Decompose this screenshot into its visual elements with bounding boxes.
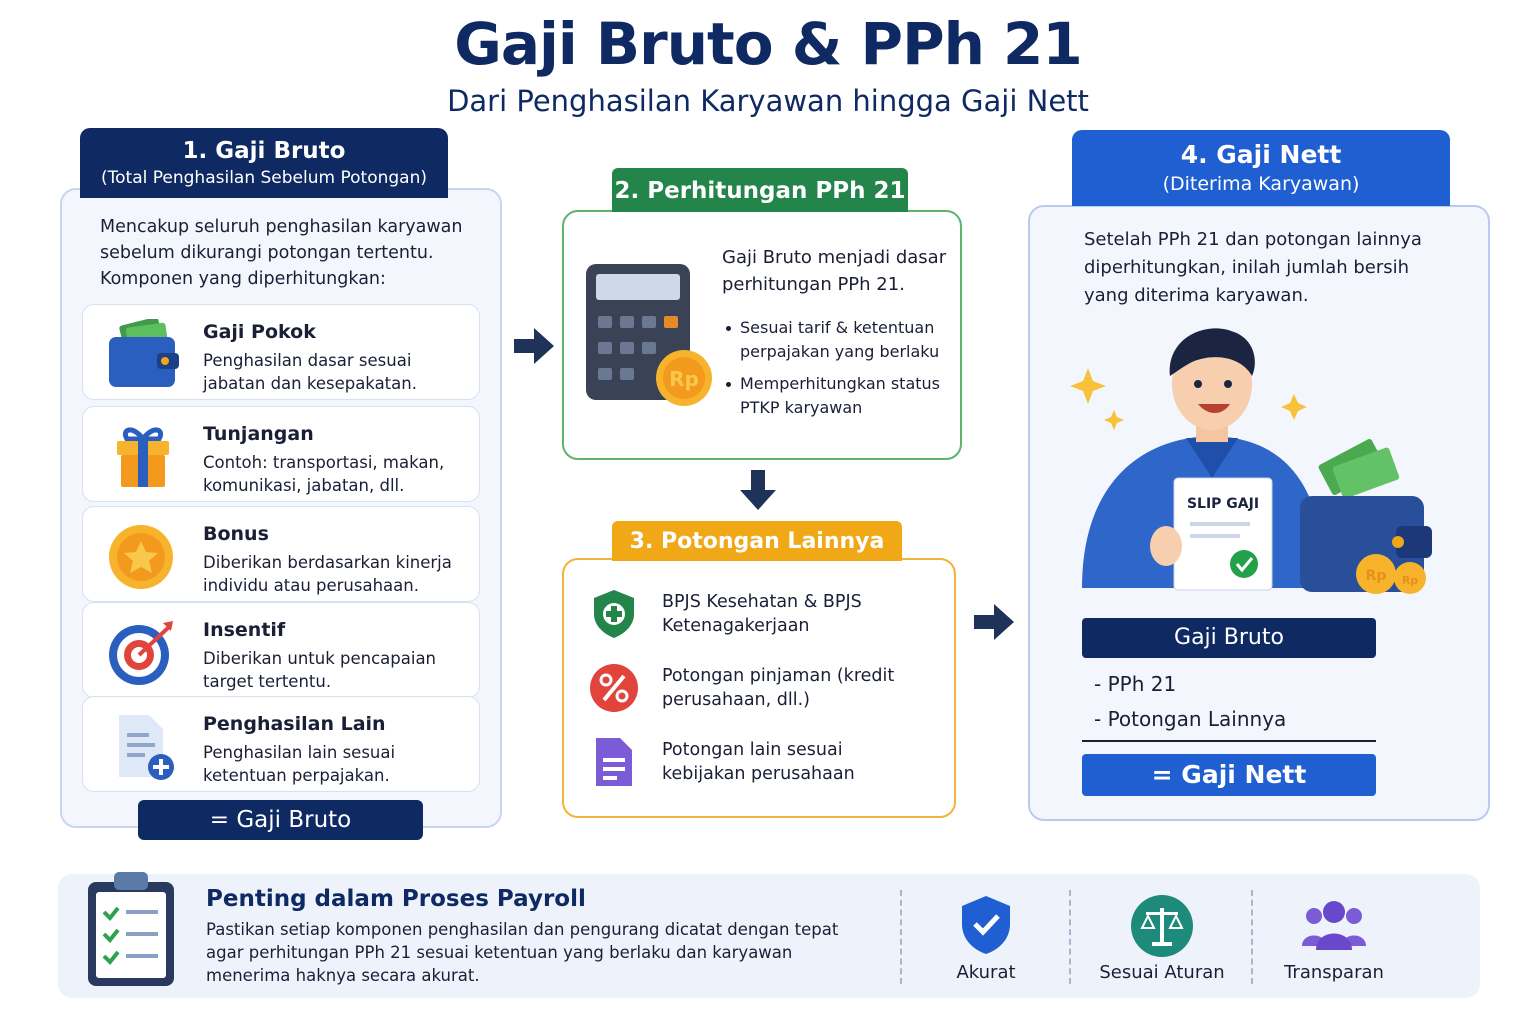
gift-icon	[117, 427, 169, 487]
component-insentif: Insentif Diberikan untuk pencapaian targ…	[82, 602, 480, 698]
component-desc: Penghasilan dasar sesuai jabatan dan kes…	[203, 351, 417, 393]
panel-gaji-nett-text: Setelah PPh 21 dan potongan lainnya dipe…	[1084, 229, 1422, 306]
payroll-note-panel	[58, 874, 1480, 998]
employee-illustration: SLIP GAJI Rp Rp	[1070, 328, 1432, 594]
sparkle-icon	[1070, 368, 1106, 404]
component-desc: Contoh: transportasi, makan, komunikasi,…	[203, 453, 445, 495]
slip-label: SLIP GAJI	[1187, 496, 1259, 512]
component-title: Penghasilan Lain	[203, 713, 386, 735]
panel-gaji-bruto-title: 1. Gaji Bruto	[182, 138, 346, 164]
component-desc: Diberikan berdasarkan kinerja individu a…	[203, 553, 452, 595]
star-coin-icon	[109, 525, 173, 589]
divider	[1069, 890, 1071, 984]
panel-gaji-bruto-header: 1. Gaji Bruto (Total Penghasilan Sebelum…	[80, 128, 448, 198]
payroll-note-title: Penting dalam Proses Payroll	[206, 886, 586, 912]
document-add-icon	[119, 715, 174, 780]
shield-check-icon	[962, 896, 1010, 954]
component-tunjangan: Tunjangan Contoh: transportasi, makan, k…	[82, 406, 480, 502]
target-icon	[109, 621, 173, 685]
wallet-cash-icon	[109, 319, 179, 387]
checklist-clipboard-icon	[88, 872, 174, 986]
panel-gaji-nett-title: 4. Gaji Nett	[1180, 140, 1342, 169]
component-penghasilan-lain: Penghasilan Lain Penghasilan lain sesuai…	[82, 696, 480, 792]
calc-divider	[1082, 740, 1376, 742]
panel-gaji-bruto-intro: Mencakup seluruh penghasilan karyawan se…	[100, 217, 463, 289]
panel-gaji-nett-subtitle: (Diterima Karyawan)	[1162, 173, 1360, 195]
gaji-bruto-result: = Gaji Bruto	[138, 800, 423, 840]
shield-health-icon	[594, 590, 634, 638]
badge-akurat: Akurat	[956, 962, 1016, 983]
divider	[1251, 890, 1253, 984]
component-title: Gaji Pokok	[203, 321, 316, 343]
panel-perhitungan-pph21-title: 2. Perhitungan PPh 21	[612, 168, 908, 212]
component-title: Tunjangan	[203, 423, 314, 445]
list-item: Sesuai tarif & ketentuan perpajakan yang…	[724, 316, 954, 364]
document-icon	[596, 738, 632, 786]
coin-label: Rp	[669, 367, 699, 391]
deduction-text: Potongan pinjaman (kredit perusahaan, dl…	[662, 666, 895, 710]
payroll-note-text: Pastikan setiap komponen penghasilan dan…	[206, 920, 839, 985]
scales-icon	[1131, 895, 1193, 957]
percent-icon	[590, 664, 638, 712]
component-title: Insentif	[203, 619, 286, 641]
calculator-icon: Rp	[586, 264, 712, 406]
component-title: Bonus	[203, 523, 269, 545]
deduction-bpjs: BPJS Kesehatan & BPJS Ketenagakerjaan	[588, 588, 948, 648]
people-icon	[1302, 901, 1366, 950]
sparkle-icon	[1281, 394, 1307, 420]
component-gaji-pokok: Gaji Pokok Penghasilan dasar sesuai jaba…	[82, 304, 480, 400]
panel-gaji-nett-header: 4. Gaji Nett (Diterima Karyawan)	[1072, 130, 1450, 206]
calc-minus-pph21: - PPh 21	[1094, 672, 1177, 696]
sparkle-icon	[1104, 410, 1124, 430]
badge-sesuai-aturan: Sesuai Aturan	[1099, 962, 1225, 983]
deduction-text: BPJS Kesehatan & BPJS Ketenagakerjaan	[662, 592, 862, 636]
arrow-right-icon	[974, 604, 1014, 640]
panel-perhitungan-pph21-text: Gaji Bruto menjadi dasar perhitungan PPh…	[722, 247, 947, 295]
component-desc: Penghasilan lain sesuai ketentuan perpaj…	[203, 743, 396, 785]
component-desc: Diberikan untuk pencapaian target terten…	[203, 649, 437, 691]
pph21-bullet-list: Sesuai tarif & ketentuan perpajakan yang…	[724, 316, 954, 428]
panel-potongan-lainnya-title: 3. Potongan Lainnya	[612, 521, 902, 561]
page-subtitle: Dari Penghasilan Karyawan hingga Gaji Ne…	[447, 84, 1089, 118]
arrow-right-icon	[514, 328, 554, 364]
panel-gaji-bruto-subtitle: (Total Penghasilan Sebelum Potongan)	[101, 168, 427, 188]
calc-minus-potongan: - Potongan Lainnya	[1094, 707, 1287, 731]
deduction-pinjaman: Potongan pinjaman (kredit perusahaan, dl…	[588, 662, 948, 722]
calc-gaji-nett: = Gaji Nett	[1082, 754, 1376, 796]
coin-label: Rp	[1402, 574, 1418, 587]
list-item: Memperhitungkan status PTKP karyawan	[724, 372, 954, 420]
deduction-text: Potongan lain sesuai kebijakan perusahaa…	[662, 740, 855, 784]
badge-transparan: Transparan	[1284, 962, 1384, 983]
arrow-down-icon	[740, 470, 776, 510]
calc-gaji-bruto: Gaji Bruto	[1082, 618, 1376, 658]
deduction-lain: Potongan lain sesuai kebijakan perusahaa…	[588, 736, 948, 796]
page-title: Gaji Bruto & PPh 21	[454, 10, 1083, 78]
divider	[900, 890, 902, 984]
coin-label: Rp	[1366, 568, 1387, 584]
component-bonus: Bonus Diberikan berdasarkan kinerja indi…	[82, 506, 480, 602]
